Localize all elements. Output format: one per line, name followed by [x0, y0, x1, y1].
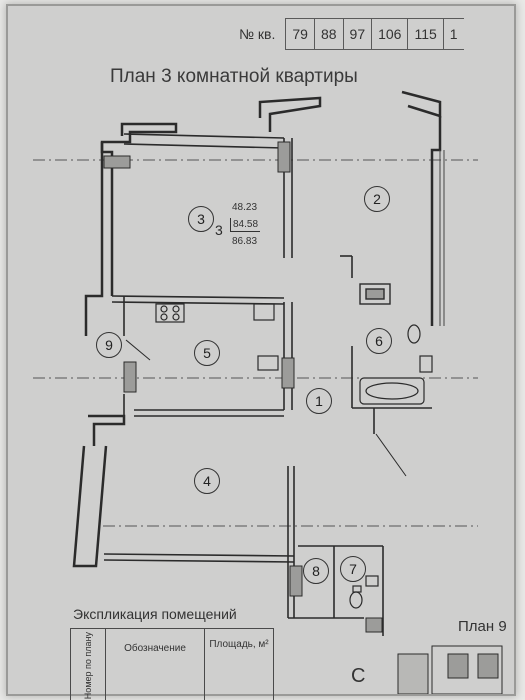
apartment-number-cell: 1: [442, 18, 464, 50]
total-area: 84.58: [230, 218, 261, 232]
apartment-number-table: № кв. 79 88 97 106 115 1: [233, 18, 464, 50]
plan-title: План 3 комнатной квартиры: [110, 66, 358, 87]
apartment-number-cell: 79: [285, 18, 315, 50]
balcony-edge: [439, 150, 445, 326]
corner-letter: С: [351, 665, 366, 687]
bathroom-fixtures: [349, 324, 433, 609]
kitchen-fixtures: [155, 303, 279, 371]
apartment-number-label: № кв.: [233, 18, 287, 50]
room-number-5: 5: [194, 340, 220, 366]
floor-plan-drawing: [33, 90, 503, 694]
room-number-7: 7: [340, 556, 366, 582]
next-plan-title: План 9: [458, 618, 507, 635]
room-number-1: 1: [306, 388, 332, 414]
ventilation-shaft: [359, 283, 391, 305]
living-area: 48.23: [232, 202, 258, 213]
room-number-8: 8: [303, 558, 329, 584]
document-sheet: № кв. 79 88 97 106 115 1 План 3 комнатно…: [8, 6, 514, 700]
room-number-6: 6: [366, 328, 392, 354]
outer-walls: [72, 90, 442, 568]
hatched-walls: [103, 141, 383, 633]
apartment-number-cell: 88: [313, 18, 344, 50]
inner-walls: [103, 133, 432, 636]
room-number-9: 9: [96, 332, 122, 358]
explication-table: Номер по плану Обозначение Площадь, м²: [70, 628, 274, 700]
explication-col-name: Обозначение: [105, 628, 205, 700]
room-number-3: 3: [188, 206, 214, 232]
total-area-with-balcony: 86.83: [232, 236, 258, 247]
room-number-4: 4: [194, 468, 220, 494]
apartment-number-cell: 115: [407, 18, 444, 50]
room-number-2: 2: [364, 186, 390, 212]
explication-col-number: Номер по плану: [70, 628, 106, 700]
explication-title: Экспликация помещений: [73, 606, 237, 622]
rooms-count: 3: [215, 222, 223, 238]
apartment-number-cell: 106: [371, 18, 409, 50]
explication-col-area: Площадь, м²: [204, 628, 274, 700]
door-swings: [125, 339, 407, 477]
neighbour-plan-fragment: [397, 645, 503, 694]
